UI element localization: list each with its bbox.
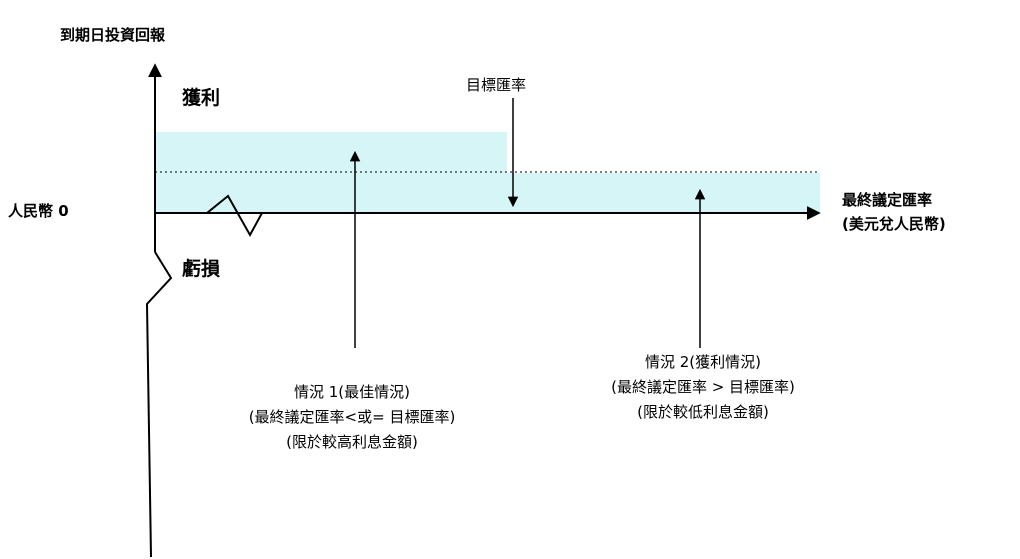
x-axis-title: 最終議定匯率 (美元兌人民幣): [842, 188, 946, 236]
y-axis-title: 到期日投資回報: [60, 26, 166, 44]
origin-label: 人民幣 0: [8, 202, 69, 220]
scenario2-caption: 情況 2(獲利情況) (最終議定匯率 > 目標匯率) (限於較低利息金額): [568, 350, 838, 425]
scenario2-line3: (限於較低利息金額): [637, 403, 769, 421]
scenario1-line3: (限於較高利息金額): [286, 433, 418, 451]
low-interest-band: [507, 173, 820, 213]
x-axis-title-line1: 最終議定匯率: [842, 191, 933, 209]
target-rate-label: 目標匯率: [466, 76, 527, 94]
profit-label: 獲利: [182, 87, 221, 109]
scenario1-line1: 情況 1(最佳情況): [293, 383, 411, 401]
x-axis-break-zigzag: [206, 194, 263, 238]
loss-label: 虧損: [182, 258, 221, 280]
scenario2-line1: 情況 2(獲利情況): [644, 353, 762, 371]
y-axis-break-zigzag: [145, 251, 173, 558]
x-axis-title-line2: (美元兌人民幣): [842, 215, 946, 233]
scenario1-caption: 情況 1(最佳情況) (最終議定匯率<或= 目標匯率) (限於較高利息金額): [222, 380, 482, 455]
scenario1-line2: (最終議定匯率<或= 目標匯率): [248, 408, 456, 426]
scenario2-line2: (最終議定匯率 > 目標匯率): [611, 378, 795, 396]
